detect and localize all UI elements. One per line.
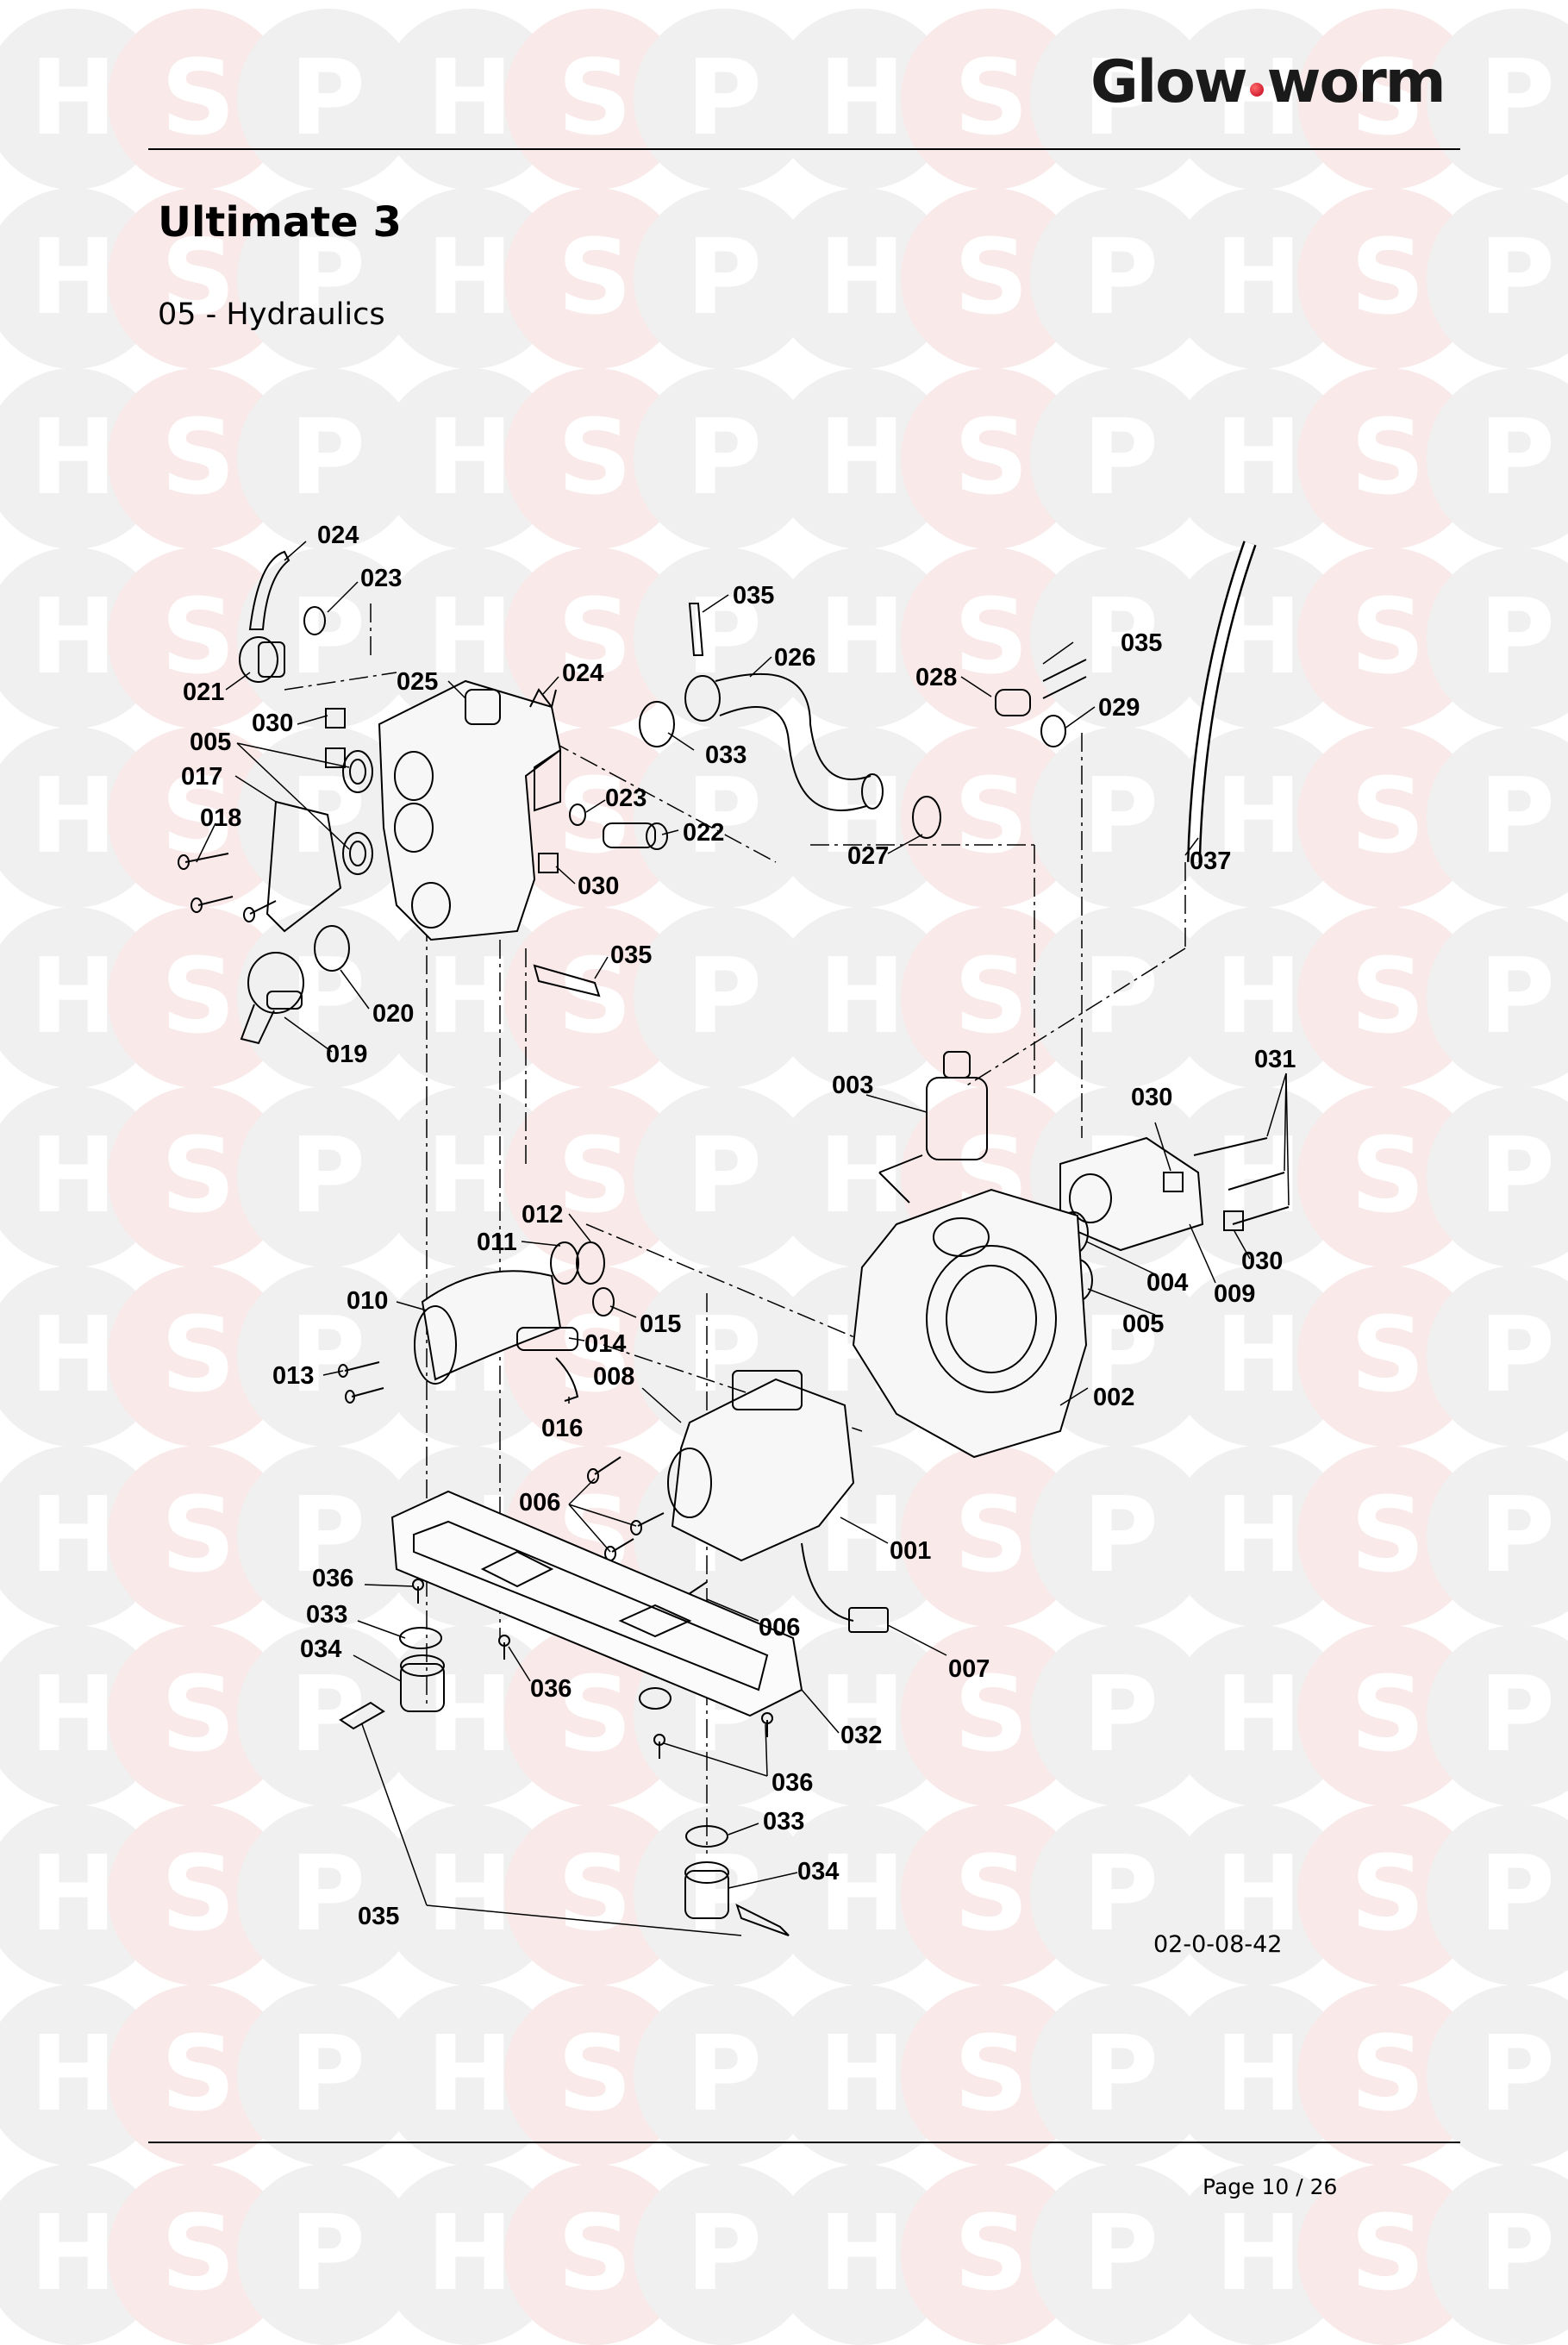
part-label-011: 011 — [477, 1229, 517, 1256]
part-label-030: 030 — [252, 710, 293, 737]
part-label-034: 034 — [797, 1858, 839, 1885]
watermark-p-circle: P — [1427, 1625, 1568, 1806]
part-label-009: 009 — [1214, 1280, 1255, 1308]
watermark-p-circle: P — [1427, 1086, 1568, 1267]
part-label-034: 034 — [300, 1635, 341, 1663]
watermark-p-circle: P — [1030, 368, 1211, 549]
watermark-p-circle: P — [237, 1446, 418, 1627]
glow-worm-logo: Glow worm — [1090, 34, 1446, 129]
part-label-008: 008 — [593, 1363, 634, 1391]
part-label-022: 022 — [683, 819, 724, 847]
watermark-p-circle: P — [1427, 547, 1568, 729]
watermark-p-circle: P — [1427, 1985, 1568, 2166]
watermark-h-circle: H — [772, 1985, 953, 2166]
section-title: 05 - Hydraulics — [158, 297, 385, 332]
part-label-018: 018 — [200, 804, 241, 832]
part-label-035: 035 — [733, 582, 774, 610]
part-label-002: 002 — [1093, 1384, 1134, 1411]
part-label-005: 005 — [1122, 1310, 1164, 1338]
part-label-017: 017 — [181, 763, 222, 791]
logo-text-left: Glow — [1090, 47, 1248, 116]
watermark-s-circle: S — [1297, 9, 1478, 190]
part-label-028: 028 — [915, 664, 957, 691]
part-label-005: 005 — [190, 729, 231, 756]
part-label-030: 030 — [1131, 1084, 1172, 1111]
part-label-033: 033 — [705, 741, 747, 769]
watermark-p-circle: P — [1427, 727, 1568, 908]
part-label-013: 013 — [272, 1362, 314, 1390]
part-label-012: 012 — [522, 1201, 563, 1229]
part-label-029: 029 — [1098, 694, 1140, 722]
watermark-p-circle: P — [1427, 1804, 1568, 1985]
logo-dot-icon — [1249, 83, 1264, 97]
part-label-025: 025 — [397, 668, 438, 696]
part-label-007: 007 — [948, 1655, 990, 1683]
watermark-p-circle: P — [237, 1266, 418, 1447]
part-label-003: 003 — [832, 1072, 873, 1099]
part-label-036: 036 — [530, 1675, 572, 1703]
watermark-h-circle: H — [1168, 368, 1349, 549]
part-label-010: 010 — [347, 1287, 388, 1315]
watermark-p-circle: P — [1427, 1266, 1568, 1447]
part-label-024: 024 — [317, 522, 359, 549]
part-label-037: 037 — [1190, 847, 1231, 875]
part-label-004: 004 — [1146, 1269, 1188, 1297]
watermark-p-circle: P — [1427, 1446, 1568, 1627]
watermark-p-circle: P — [1427, 907, 1568, 1088]
part-label-023: 023 — [605, 785, 647, 812]
watermark-p-circle: P — [1427, 368, 1568, 549]
part-label-035: 035 — [1121, 629, 1162, 657]
part-label-016: 016 — [541, 1415, 583, 1442]
watermark-p-circle: P — [237, 1625, 418, 1806]
page-title: Ultimate 3 — [158, 198, 402, 247]
watermark-p-circle: P — [1030, 907, 1211, 1088]
part-label-035: 035 — [610, 941, 652, 969]
part-label-001: 001 — [890, 1537, 931, 1565]
footer-divider — [148, 2142, 1460, 2143]
watermark-p-circle: P — [237, 9, 418, 190]
part-label-020: 020 — [372, 1000, 414, 1028]
watermark-h-circle: H — [772, 188, 953, 369]
header-divider — [148, 148, 1460, 150]
drawing-reference-code: 02-0-08-42 — [1153, 1931, 1283, 1958]
logo-text-right: worm — [1266, 47, 1446, 116]
part-label-023: 023 — [360, 565, 402, 592]
part-label-036: 036 — [772, 1769, 813, 1797]
part-label-019: 019 — [326, 1041, 367, 1068]
part-label-035: 035 — [358, 1903, 399, 1930]
part-label-006: 006 — [519, 1489, 560, 1516]
page-number: Page 10 / 26 — [1203, 2174, 1338, 2199]
watermark-p-circle: P — [634, 727, 815, 908]
part-label-031: 031 — [1254, 1046, 1296, 1073]
hydraulics-exploded-diagram: 0240230210350260350280290250240300050330… — [178, 522, 1296, 1936]
part-label-030: 030 — [1241, 1248, 1283, 1275]
part-label-027: 027 — [847, 842, 889, 870]
part-label-033: 033 — [306, 1601, 347, 1629]
watermark-p-circle: P — [1427, 9, 1568, 190]
part-label-030: 030 — [578, 872, 619, 900]
part-label-033: 033 — [763, 1808, 804, 1835]
part-label-021: 021 — [183, 678, 224, 706]
watermark-p-circle: P — [1427, 188, 1568, 369]
part-label-026: 026 — [774, 644, 815, 672]
part-label-032: 032 — [840, 1722, 882, 1749]
part-label-036: 036 — [312, 1565, 353, 1592]
part-label-024: 024 — [562, 660, 603, 687]
part-label-015: 015 — [640, 1310, 681, 1338]
part-label-006: 006 — [759, 1614, 800, 1642]
part-label-014: 014 — [584, 1330, 626, 1358]
